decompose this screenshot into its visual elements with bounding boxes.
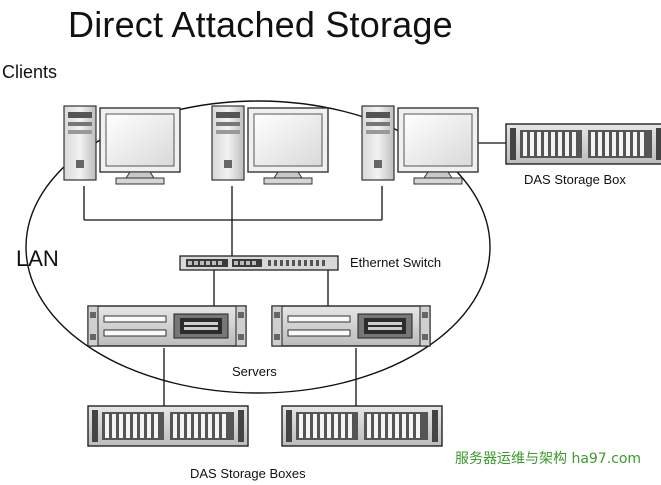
das-storage-box-2 <box>281 405 443 447</box>
das-storage-boxes-label: DAS Storage Boxes <box>190 466 306 481</box>
das-storage-box-client <box>505 123 661 165</box>
server-2 <box>271 305 431 347</box>
server-1 <box>87 305 247 347</box>
ethernet-switch-label: Ethernet Switch <box>350 255 442 270</box>
ethernet-switch <box>179 255 339 271</box>
lan-label: LAN <box>16 246 59 271</box>
client-workstation-2 <box>211 105 329 185</box>
client-workstation-3 <box>361 105 479 185</box>
diagram-title: Direct Attached Storage <box>68 4 453 45</box>
client-workstation-1 <box>63 105 181 185</box>
watermark-text: 服务器运维与架构 ha97.com <box>455 451 642 467</box>
servers-label: Servers <box>232 364 277 379</box>
das-storage-box-1 <box>87 405 249 447</box>
lan-loop <box>25 100 491 394</box>
das-storage-box-label: DAS Storage Box <box>524 172 626 187</box>
clients-label: Clients <box>2 62 58 82</box>
